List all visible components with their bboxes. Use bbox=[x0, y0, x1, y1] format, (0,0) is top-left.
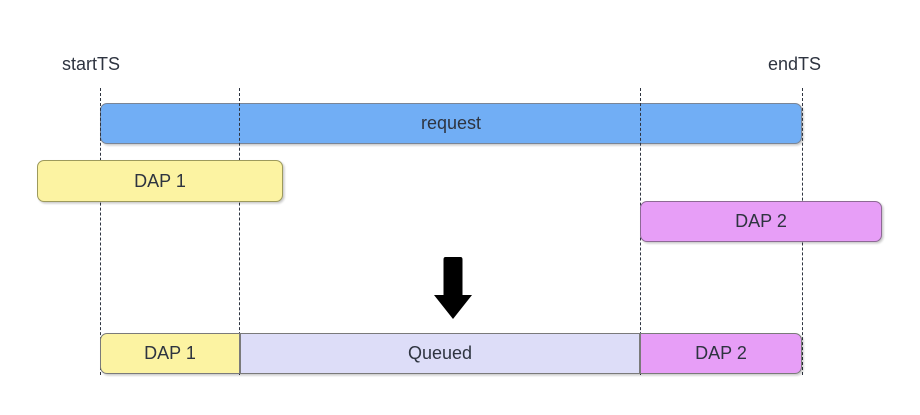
stacked-timeline-bar: DAP 1 Queued DAP 2 bbox=[100, 333, 802, 374]
bar-dap-2-label: DAP 2 bbox=[735, 211, 787, 231]
stacked-segment-queued-label: Queued bbox=[407, 343, 473, 363]
down-arrow-icon bbox=[432, 255, 474, 326]
guide-line-start-ts bbox=[100, 88, 101, 375]
stacked-segment-dap-2: DAP 2 bbox=[640, 333, 802, 374]
stacked-segment-dap-1-label: DAP 1 bbox=[144, 343, 196, 363]
stacked-segment-dap-1: DAP 1 bbox=[100, 333, 240, 374]
bar-dap-1: DAP 1 bbox=[37, 160, 283, 202]
bar-request: request bbox=[100, 103, 802, 144]
guide-line-dap1-end bbox=[239, 88, 240, 375]
tick-label-start-ts: startTS bbox=[62, 54, 121, 74]
tick-label-end-ts: endTS bbox=[768, 54, 822, 74]
bar-request-label: request bbox=[420, 113, 482, 133]
bar-dap-2: DAP 2 bbox=[640, 201, 882, 242]
bar-dap-1-label: DAP 1 bbox=[134, 170, 186, 191]
stacked-segment-dap-2-label: DAP 2 bbox=[695, 343, 747, 363]
stacked-segment-queued: Queued bbox=[240, 333, 640, 374]
